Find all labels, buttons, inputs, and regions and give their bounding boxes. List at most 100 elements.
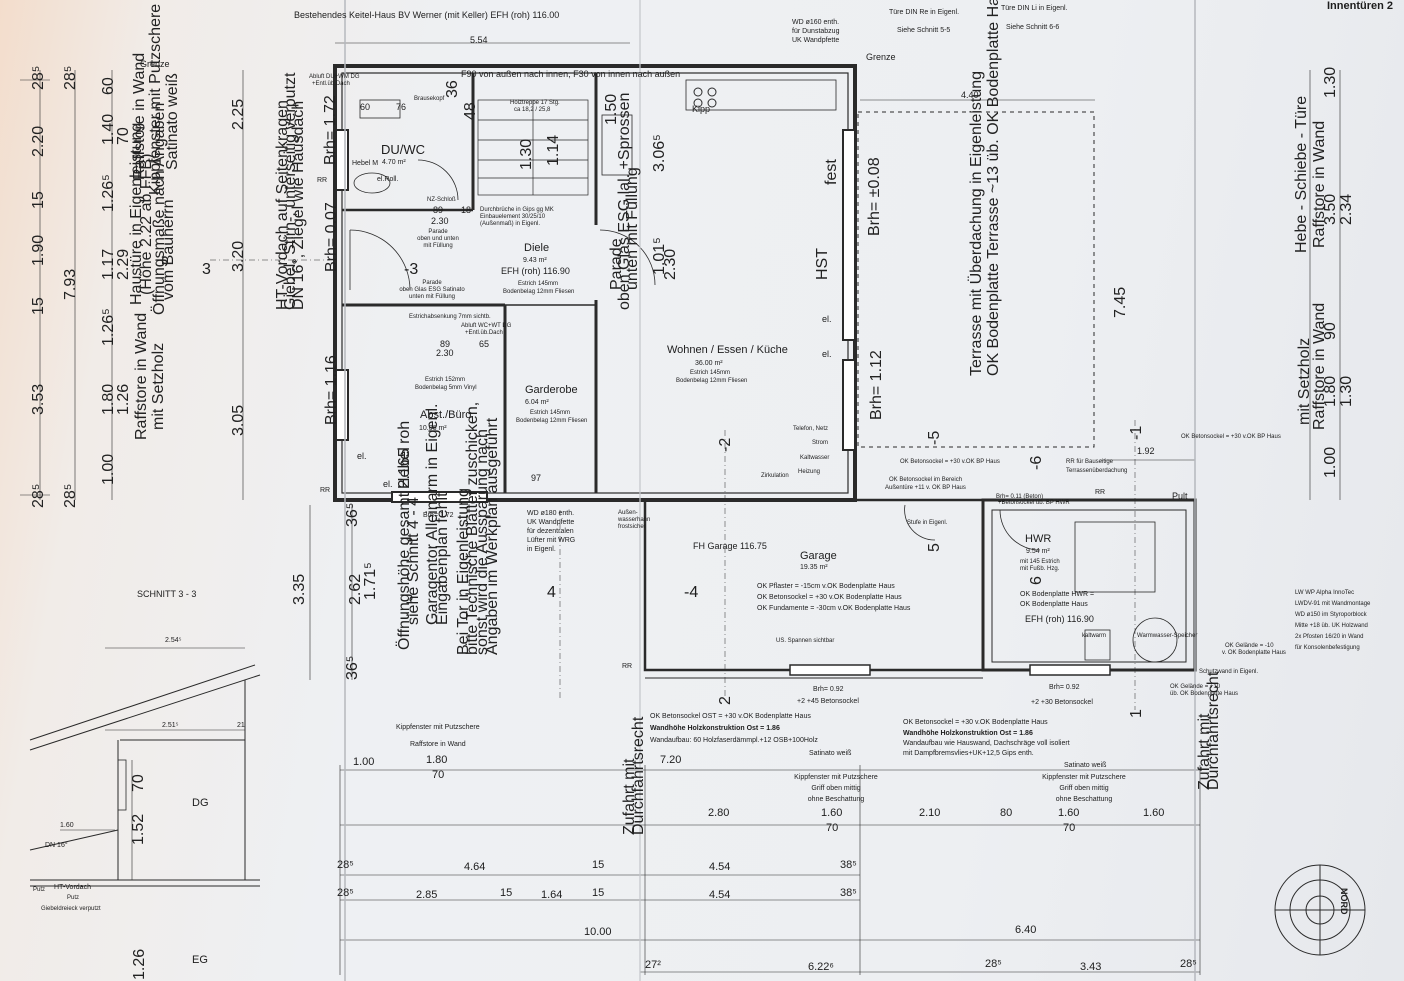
hebe-schiebe-2: Raffstore in Wand: [1311, 120, 1328, 248]
section-ht-vordach: HT-Vordach: [54, 884, 91, 891]
section-dn: DN 16°: [45, 842, 68, 849]
section-putz-1: Putz: [33, 887, 46, 893]
haustuer-4: vom Bauherrn: [160, 199, 177, 301]
pult-label: Pult: [1172, 491, 1188, 501]
section-putz-2: Putz: [67, 895, 80, 901]
kipp-putz-1a: Kippfenster mit Putzschere: [396, 724, 480, 731]
lw-wp-6: für Konsolenbefestigung: [1295, 645, 1360, 651]
durchbruch-3: (Außenmaß) in Eigenl.: [480, 221, 541, 227]
room-garage-area: 19.35 m²: [800, 564, 828, 571]
estrichabsenkung: Estrichabsenkung 7mm sichtb.: [409, 314, 491, 320]
dim-misc-30: 1.26: [131, 948, 148, 980]
dim-right-1: 1.30: [1322, 66, 1339, 98]
stufe-label: Stufe in Eigenl.: [907, 520, 948, 526]
dim-misc-22: 48: [462, 102, 479, 120]
satinato-2: Satinato weiß: [1064, 762, 1107, 769]
section-lines: [210, 259, 1136, 710]
dim-left-inner-9: 1.26: [115, 383, 132, 415]
dim-total-1: 10.00: [584, 926, 612, 938]
kipp-label: Kipp: [692, 104, 711, 114]
room-diele-area: 9.43 m²: [523, 257, 547, 264]
dimension-lines: [20, 42, 1341, 975]
dim-misc-16: 3.35: [291, 573, 308, 605]
kipp-putz-2c: ohne Beschattung: [807, 796, 865, 803]
brh-label-0: Brh= 1.72: [322, 95, 339, 165]
dim-left-7: 28⁵: [30, 483, 47, 508]
rr-label-3: RR: [622, 663, 633, 670]
ok-gelaende-2a: OK Gelände = +10: [1170, 684, 1221, 690]
dim-left-inner-0: 28⁵: [62, 65, 79, 90]
dim-misc-17: 36⁵: [344, 502, 361, 527]
dim-misc-6: 97: [531, 473, 542, 483]
aussen-wasser-3: frostsicher: [618, 524, 646, 530]
ok-gelaende-1b: v. OK Bodenplatte Haus: [1222, 650, 1286, 656]
abluft-top-2: +Entl.üb.Dach: [312, 81, 350, 87]
room-wek-floor-1: Estrich 145mm: [690, 370, 731, 376]
dim-b3-4: 15: [592, 887, 605, 899]
room-buero-floor-1: Estrich 152mm: [425, 377, 466, 383]
door-left-note: Türe DIN Li in Eigenl.: [1001, 5, 1068, 12]
room-hwr-area: 9.54 m²: [1026, 548, 1050, 555]
section-mark-6: 6: [1028, 576, 1045, 585]
lw-wp-3: WD ø150 im Styroporblock: [1295, 612, 1367, 618]
door-left-ref: Siehe Schnitt 6-6: [1006, 24, 1060, 31]
dim-b2-4: 38⁵: [840, 859, 857, 871]
rr-label-1: RR: [320, 487, 331, 494]
room-buero-name: Abst./Büro: [420, 409, 472, 421]
dim-misc-15: 1.71⁵: [362, 562, 379, 600]
hebel-im-label: Hebel M: [352, 160, 379, 167]
dim-left-inner-11: 28⁵: [62, 483, 79, 508]
dim-b1-7: 2.10: [919, 807, 941, 819]
dim-b5-3: 3.43: [1080, 961, 1102, 973]
nz-schloss-label: NZ-Schloß: [427, 197, 456, 203]
tor-note-4: Angaben im Werkplan ausgeführt: [484, 417, 501, 655]
dim-b1-9: 1.60: [1058, 807, 1080, 819]
brh-092-garage: Brh= 0.92: [813, 686, 844, 693]
parade-2-b: oben Glas ESG Satinato: [399, 287, 465, 293]
dim-b5-2: 28⁵: [985, 958, 1002, 970]
dim-misc-3: 89: [440, 339, 451, 349]
brh-011-2: +Betonsockel üb. BP HWR: [998, 500, 1070, 506]
dim-left-inner-1: 60: [100, 77, 117, 95]
terrace-label: Terrasse mit Überdachung in Eigenleistun…: [968, 70, 985, 376]
wd-180-3: für dezentralen: [527, 528, 574, 535]
dim-b3-5: 4.54: [709, 889, 731, 901]
sheet-corner-title: Innentüren 2: [1327, 0, 1394, 12]
hwr-note-2: OK Bodenplatte Haus: [1020, 601, 1088, 608]
room-garage-fh: FH Garage 116.75: [693, 541, 767, 551]
hwr-unit: [1074, 521, 1156, 593]
room-hwr-floor-2: mit Fußb. Hzg.: [1020, 566, 1060, 572]
dim-b3-2: 15: [500, 887, 513, 899]
durchbruch-1: Durchbrüche in Gips gg MK: [480, 207, 554, 213]
brausekopf-label: Brausekopf: [414, 96, 445, 102]
el-label-2: el.: [822, 349, 832, 359]
dim-left-inner-4: 1.26⁵: [100, 174, 117, 212]
lw-wp-5: 2x Pfosten 16/20 in Wand: [1295, 634, 1364, 640]
schutzwand-label: Schutzwand in Eigenl.: [1199, 669, 1259, 675]
compass-label: NORD: [1339, 888, 1349, 915]
stairs-label-1: Holztreppe 17 Stg.: [510, 100, 560, 106]
terrace-depth-dim: 7.45: [1112, 286, 1129, 318]
kipp-putz-2b: Griff oben mittig: [811, 785, 861, 792]
section-3-3: [29, 647, 261, 887]
el-label-4: el.: [383, 479, 393, 489]
hwr-note-1: OK Bodenplatte HWR =: [1020, 591, 1095, 598]
aussen-wasser-1: Außen-: [618, 510, 638, 516]
dim-misc-28: 1.52: [130, 813, 147, 845]
room-garderobe-floor-2: Bodenbelag 12mm Fliesen: [516, 418, 588, 424]
dim-b2-2: 15: [592, 859, 605, 871]
zufahrt-4: Durchfahrtsrecht: [1205, 671, 1222, 790]
kipp-putz-3a: Kippfenster mit Putzschere: [1042, 774, 1126, 781]
hwr-bottom-2: Wandhöhe Holzkonstruktion Ost = 1.86: [903, 730, 1033, 737]
betonsockel-hwr: OK Betonsockel = +30 v.OK BP Haus: [900, 459, 1000, 465]
raffstore-holz-2: mit Setzholz: [150, 342, 167, 430]
zufahrt-2: Durchfahrtsrecht: [630, 716, 647, 835]
wd-160-note-3: UK Wandpfette: [792, 37, 840, 44]
top-width-dim: 5.54: [470, 35, 488, 45]
ok-gelaende-1a: OK Gelände = -10: [1225, 643, 1274, 649]
dim-b1-4: 2.80: [708, 807, 730, 819]
hwr-efh: EFH (roh) 116.90: [1025, 614, 1094, 624]
fire-rating-note: F90 von außen nach innen, F30 von innen …: [461, 69, 681, 79]
hwr-bottom-3: Wandaufbau wie Hauswand, Dachschräge vol…: [903, 740, 1070, 747]
